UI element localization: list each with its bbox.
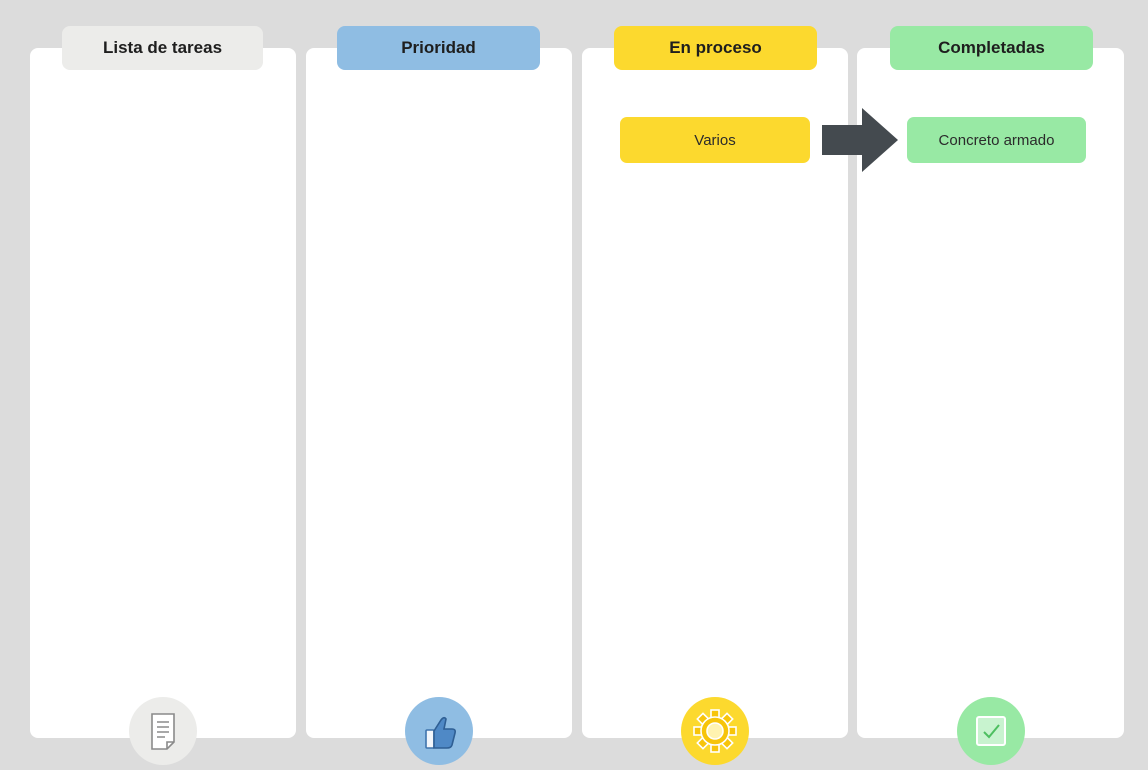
column-in-progress	[582, 48, 848, 738]
right-arrow-icon	[822, 108, 898, 172]
task-card-concreto-armado[interactable]: Concreto armado	[907, 117, 1086, 163]
thumbs-up-icon	[405, 697, 473, 765]
column-todo	[30, 48, 296, 738]
column-done	[857, 48, 1124, 738]
document-icon	[129, 697, 197, 765]
task-card-varios[interactable]: Varios	[620, 117, 810, 163]
column-header-todo[interactable]: Lista de tareas	[62, 26, 263, 70]
column-header-done[interactable]: Completadas	[890, 26, 1093, 70]
gear-icon	[681, 697, 749, 765]
column-header-priority[interactable]: Prioridad	[337, 26, 540, 70]
column-priority	[306, 48, 572, 738]
column-header-in-progress[interactable]: En proceso	[614, 26, 817, 70]
checkbox-icon	[957, 697, 1025, 765]
